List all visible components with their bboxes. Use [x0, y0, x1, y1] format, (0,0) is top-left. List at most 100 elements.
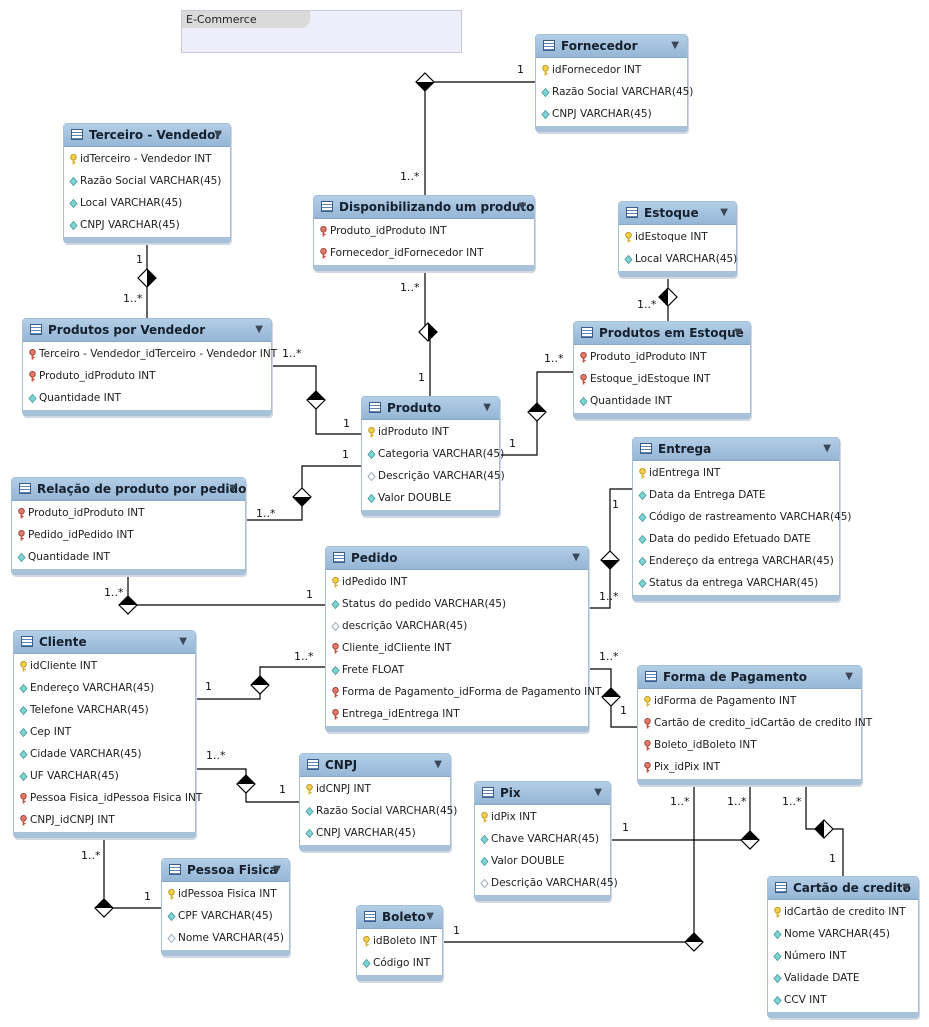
table-disponibilizando[interactable]: Disponibilizando um produto▼Produto_idPr… [313, 195, 535, 271]
rel-diamond-disponibilizando[interactable] [418, 322, 438, 342]
table-column[interactable]: Código de rastreamento VARCHAR(45) [633, 507, 852, 529]
table-column[interactable]: Cliente_idCliente INT [326, 638, 588, 660]
table-column[interactable]: Código INT [357, 953, 442, 975]
table-column[interactable]: Cartão de credito_idCartão de credito IN… [638, 713, 872, 735]
table-column[interactable]: Terceiro - Vendedor_idTerceiro - Vendedo… [23, 344, 277, 366]
table-column[interactable]: Valor DOUBLE [362, 488, 499, 510]
table-column[interactable]: Status do pedido VARCHAR(45) [326, 594, 588, 616]
collapse-arrow-icon[interactable]: ▼ [594, 787, 602, 798]
table-header[interactable]: Entrega▼ [633, 438, 839, 461]
table-header[interactable]: Produtos por Vendedor▼ [23, 319, 271, 342]
rel-diamond-fornecedor[interactable] [415, 72, 435, 92]
table-cartao-credito[interactable]: Cartão de credito▼idCartão de credito IN… [767, 876, 919, 1018]
table-column[interactable]: idFornecedor INT [536, 60, 687, 82]
table-column[interactable]: Produto_idProduto INT [12, 503, 245, 525]
table-column[interactable]: Status da entrega VARCHAR(45) [633, 573, 839, 595]
rel-diamond-forma-pagamento[interactable] [601, 687, 621, 707]
table-column[interactable]: Pedido_idPedido INT [12, 525, 245, 547]
rel-diamond-produtos-estoque[interactable] [527, 402, 547, 422]
collapse-arrow-icon[interactable]: ▼ [255, 324, 263, 335]
table-column[interactable]: idTerceiro - Vendedor INT [64, 149, 230, 171]
rel-diamond-cartao[interactable] [814, 819, 834, 839]
table-column[interactable]: idBoleto INT [357, 931, 442, 953]
rel-diamond-produtos-vendedor[interactable] [306, 390, 326, 410]
table-forma-pagamento[interactable]: Forma de Pagamento▼idForma de Pagamento … [637, 665, 872, 785]
collapse-arrow-icon[interactable]: ▼ [273, 864, 281, 875]
table-column[interactable]: CCV INT [768, 990, 918, 1012]
rel-diamond-pix[interactable] [740, 830, 760, 850]
collapse-arrow-icon[interactable]: ▼ [734, 327, 742, 338]
collapse-arrow-icon[interactable]: ▼ [179, 636, 187, 647]
table-column[interactable]: Endereço VARCHAR(45) [14, 678, 195, 700]
table-header[interactable]: Estoque▼ [619, 202, 736, 225]
table-column[interactable]: Chave VARCHAR(45) [475, 829, 610, 851]
table-column[interactable]: Quantidade INT [574, 391, 750, 413]
table-column[interactable]: idCartão de credito INT [768, 902, 918, 924]
table-column[interactable]: Quantidade INT [23, 388, 271, 410]
table-column[interactable]: CNPJ VARCHAR(45) [64, 215, 230, 237]
collapse-arrow-icon[interactable]: ▼ [902, 882, 910, 893]
collapse-arrow-icon[interactable]: ▼ [845, 671, 853, 682]
table-column[interactable]: descrição VARCHAR(45) [326, 616, 588, 638]
collapse-arrow-icon[interactable]: ▼ [671, 40, 679, 51]
table-header[interactable]: Boleto▼ [357, 906, 442, 929]
table-produtos-vendedor[interactable]: Produtos por Vendedor▼Terceiro - Vendedo… [22, 318, 277, 416]
table-column[interactable]: Nome VARCHAR(45) [768, 924, 918, 946]
table-column[interactable]: idEstoque INT [619, 227, 736, 249]
table-column[interactable]: CPF VARCHAR(45) [162, 906, 289, 928]
collapse-arrow-icon[interactable]: ▼ [426, 911, 434, 922]
table-column[interactable]: Produto_idProduto INT [23, 366, 271, 388]
table-column[interactable]: Endereço da entrega VARCHAR(45) [633, 551, 839, 573]
rel-diamond-cliente-pedido[interactable] [250, 675, 270, 695]
table-header[interactable]: Pessoa Fisica▼ [162, 859, 289, 882]
table-column[interactable]: idPedido INT [326, 572, 588, 594]
table-column[interactable]: idEntrega INT [633, 463, 839, 485]
table-header[interactable]: CNPJ▼ [300, 754, 450, 777]
table-column[interactable]: Cep INT [14, 722, 195, 744]
collapse-arrow-icon[interactable]: ▼ [229, 483, 237, 494]
table-column[interactable]: Entrega_idEntrega INT [326, 704, 588, 726]
table-column[interactable]: idCliente INT [14, 656, 195, 678]
collapse-arrow-icon[interactable]: ▼ [823, 443, 831, 454]
table-column[interactable]: Local VARCHAR(45) [619, 249, 737, 271]
rel-diamond-pessoa-fisica[interactable] [94, 898, 114, 918]
table-header[interactable]: Produtos em Estoque▼ [574, 322, 750, 345]
table-column[interactable]: idCNPJ INT [300, 779, 450, 801]
rel-diamond-relacao-produto[interactable] [292, 487, 312, 507]
table-column[interactable]: Telefone VARCHAR(45) [14, 700, 195, 722]
collapse-arrow-icon[interactable]: ▼ [214, 129, 222, 140]
table-produtos-estoque[interactable]: Produtos em Estoque▼Produto_idProduto IN… [573, 321, 751, 419]
table-column[interactable]: Pix_idPix INT [638, 757, 861, 779]
table-column[interactable]: CNPJ VARCHAR(45) [536, 104, 687, 126]
table-column[interactable]: Boleto_idBoleto INT [638, 735, 861, 757]
table-header[interactable]: Disponibilizando um produto▼ [314, 196, 534, 219]
collapse-arrow-icon[interactable]: ▼ [572, 552, 580, 563]
table-column[interactable]: Fornecedor_idFornecedor INT [314, 243, 534, 265]
table-column[interactable]: Estoque_idEstoque INT [574, 369, 750, 391]
table-column[interactable]: Razão Social VARCHAR(45) [536, 82, 693, 104]
table-header[interactable]: Cliente▼ [14, 631, 195, 654]
table-column[interactable]: Cidade VARCHAR(45) [14, 744, 195, 766]
table-column[interactable]: Valor DOUBLE [475, 851, 610, 873]
table-column[interactable]: Quantidade INT [12, 547, 245, 569]
table-header[interactable]: Relação de produto por pedido▼ [12, 478, 246, 501]
table-header[interactable]: Pix▼ [475, 782, 610, 805]
collapse-arrow-icon[interactable]: ▼ [518, 201, 526, 212]
table-column[interactable]: UF VARCHAR(45) [14, 766, 195, 788]
table-column[interactable]: idPix INT [475, 807, 610, 829]
table-column[interactable]: Validade DATE [768, 968, 918, 990]
table-header[interactable]: Terceiro - Vendedor▼ [64, 124, 230, 147]
table-column[interactable]: Razão Social VARCHAR(45) [300, 801, 457, 823]
table-column[interactable]: Produto_idProduto INT [314, 221, 534, 243]
table-column[interactable]: Categoria VARCHAR(45) [362, 444, 504, 466]
table-relacao-produto-pedido[interactable]: Relação de produto por pedido▼Produto_id… [11, 477, 246, 575]
table-terceiro-vendedor[interactable]: Terceiro - Vendedor▼idTerceiro - Vendedo… [63, 123, 231, 243]
